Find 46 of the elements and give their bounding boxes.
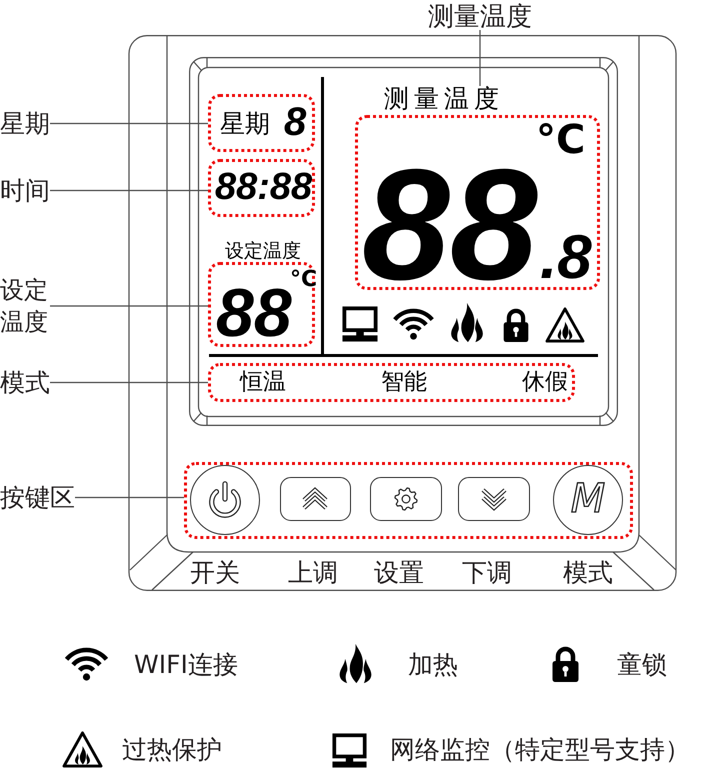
callout-label: 测量温度 xyxy=(428,4,532,30)
mode-button: M xyxy=(553,465,623,535)
leader-line xyxy=(50,382,208,384)
legend-label: WIFI连接 xyxy=(134,652,238,677)
dotted-zone xyxy=(208,94,315,152)
up-button xyxy=(280,477,351,521)
down-button xyxy=(458,477,530,521)
legend-label: 过热保护 xyxy=(122,737,222,762)
lcd-label: 休假 xyxy=(522,371,568,394)
callout-label: 模式 xyxy=(0,370,50,395)
segment-digits: 88:88 xyxy=(215,173,312,203)
leader-line xyxy=(50,190,208,192)
callout-label: 时间 xyxy=(0,178,50,203)
lcd-screen xyxy=(189,57,618,426)
button-label: 下调 xyxy=(462,560,512,585)
segment-digits: 88 xyxy=(216,287,292,340)
segment-digits: 8 xyxy=(284,107,306,138)
leader-line xyxy=(479,30,481,86)
callout-label: 按键区 xyxy=(0,485,75,510)
legend-label: 网络监控（特定型号支持） xyxy=(390,737,690,762)
power-button xyxy=(190,465,260,535)
legend-label: 加热 xyxy=(408,652,458,677)
button-label: 设置 xyxy=(374,560,424,585)
lcd-label: 智能 xyxy=(381,371,427,394)
device-housing xyxy=(128,35,677,591)
dotted-zone xyxy=(208,363,575,402)
callout-label: 星期 xyxy=(0,111,50,136)
button-label: 上调 xyxy=(288,560,338,585)
segment-digits: 88 xyxy=(362,164,538,288)
callout-label: 设定温度 xyxy=(0,274,50,338)
lcd-label: 恒温 xyxy=(240,371,286,394)
dotted-zone xyxy=(184,462,633,539)
unit-symbol: °C xyxy=(290,269,318,291)
lcd-label: 设定温度 xyxy=(225,242,301,261)
button-label: 开关 xyxy=(190,560,240,585)
segment-digits: .8 xyxy=(540,234,592,282)
leader-line xyxy=(50,122,208,124)
lcd-label: 测量温度 xyxy=(384,86,504,111)
leader-line xyxy=(50,305,208,307)
legend-label: 童锁 xyxy=(617,652,667,677)
unit-symbol: °C xyxy=(536,120,586,160)
button-label: 模式 xyxy=(563,560,613,585)
dotted-zone xyxy=(208,159,315,217)
settings-button xyxy=(370,477,442,521)
leader-line xyxy=(75,496,184,498)
lcd-label: 星期 xyxy=(220,111,270,136)
